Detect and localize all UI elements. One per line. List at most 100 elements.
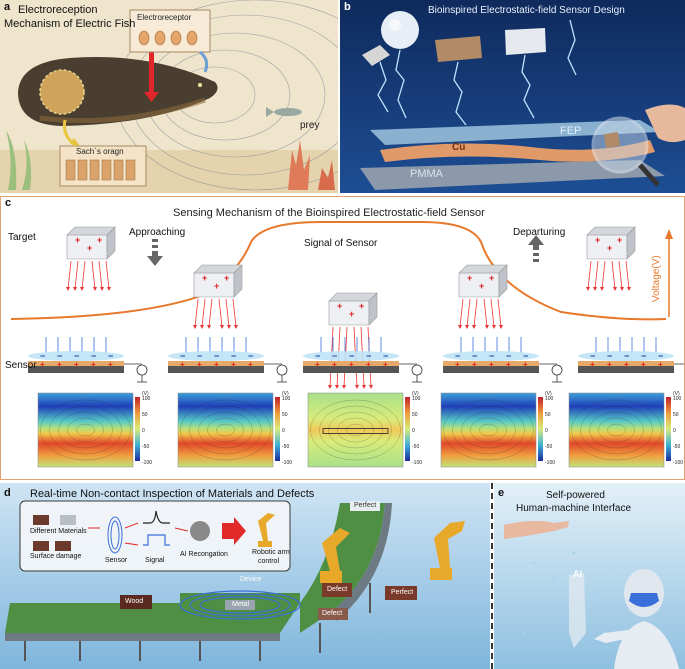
svg-text:+: +	[383, 360, 388, 369]
colorbar-tick: -50	[545, 444, 553, 450]
svg-text:+: +	[617, 235, 622, 245]
panel-e-title-line2: Human-machine Interface	[516, 503, 632, 514]
svg-text:+: +	[455, 360, 460, 369]
panel-e-label: e	[498, 487, 505, 499]
colorbar-tick: -50	[412, 444, 420, 450]
pmma-label: PMMA	[410, 168, 443, 180]
colorbar-tick: 100	[545, 396, 554, 402]
svg-text:+: +	[108, 360, 113, 369]
svg-text:−: −	[349, 351, 354, 361]
svg-text:−: −	[506, 351, 511, 361]
field-map-4	[440, 392, 543, 468]
sensor-label: Sensor	[5, 360, 37, 371]
surface-damage-label: Surface damage	[30, 553, 82, 560]
svg-text:−: −	[180, 351, 185, 361]
svg-text:−: −	[248, 351, 253, 361]
coral	[288, 140, 335, 190]
panel-divider	[491, 483, 493, 669]
lightning-discharges	[377, 19, 577, 126]
field-map-2	[177, 392, 280, 468]
colorbar-tick: 100	[142, 396, 151, 402]
svg-text:+: +	[315, 360, 320, 369]
svg-text:+: +	[590, 360, 595, 369]
sensor-icon	[107, 516, 123, 554]
svg-text:+: +	[349, 309, 354, 319]
target-cube-1: +++	[66, 226, 116, 291]
sensor-unit-2: −−−−−+++++	[168, 337, 288, 383]
seaweed	[6, 130, 32, 190]
panel-b-title: Bioinspired Electrostatic-field Sensor D…	[428, 5, 625, 16]
svg-text:+: +	[489, 360, 494, 369]
electroreceptor-label: Electroreceptor	[137, 13, 192, 22]
colorbar-unit-4: (V)	[545, 391, 552, 397]
svg-text:+: +	[624, 360, 629, 369]
signal-step-icon	[143, 534, 170, 546]
red-marker	[149, 52, 154, 94]
field-map-5	[568, 392, 671, 468]
svg-text:+: +	[607, 360, 612, 369]
cu-layer	[380, 140, 655, 162]
sensor-unit-1: −−−−−+++++	[28, 337, 148, 383]
perfect-label-1: Perfect	[391, 589, 414, 596]
svg-text:+: +	[214, 360, 219, 369]
svg-text:+: +	[197, 360, 202, 369]
svg-text:+: +	[607, 243, 612, 253]
svg-text:−: −	[472, 351, 477, 361]
colorbar-tick: 0	[412, 428, 415, 434]
panel-d: d Real-time Non-contact Inspection of Ma…	[0, 483, 490, 669]
svg-text:+: +	[359, 301, 364, 311]
svg-text:+: +	[467, 273, 472, 283]
sensor-units: −−−−−+++++−−−−−+++++−−−−−+++++−−−−−+++++…	[28, 337, 684, 383]
perfect-block-2	[350, 501, 380, 511]
target-cubes: +++++++++++++++	[66, 226, 636, 389]
pmma-layer	[360, 160, 665, 190]
target-cube-2: +++	[193, 264, 243, 329]
target-cube-5: +++	[586, 226, 636, 291]
colorbar-unit-5: (V)	[673, 391, 680, 397]
approaching-label: Approaching	[129, 227, 186, 238]
ai-recognition-label: AI Recongation	[180, 551, 228, 558]
svg-text:−: −	[590, 351, 595, 361]
svg-text:+: +	[366, 360, 371, 369]
colorbar-tick: -100	[142, 460, 153, 466]
panel-a-illustration	[0, 0, 338, 193]
svg-text:−: −	[658, 351, 663, 361]
svg-text:−: −	[455, 351, 460, 361]
svg-text:−: −	[74, 351, 79, 361]
panel-c-title: Sensing Mechanism of the Bioinspired Ele…	[173, 207, 485, 219]
svg-text:+: +	[180, 360, 185, 369]
departuring-arrow	[528, 235, 544, 262]
robotic-arm-label-line1: Robotic arm	[252, 549, 290, 556]
svg-text:+: +	[506, 360, 511, 369]
cu-label: Cu	[452, 142, 466, 153]
signal-peak-icon	[143, 510, 170, 524]
svg-text:+: +	[658, 360, 663, 369]
svg-text:+: +	[641, 360, 646, 369]
wood-block	[120, 595, 152, 609]
svg-text:+: +	[87, 243, 92, 253]
colorbar-tick: 0	[142, 428, 145, 434]
panel-a-label: a	[4, 1, 11, 13]
svg-text:+: +	[97, 235, 102, 245]
field-simulation-maps	[37, 392, 671, 468]
panel-c-illustration: +++++++++++++++ −−−−−+++++−−−−−+++++−−−−…	[10, 221, 684, 468]
particle-field	[522, 551, 616, 635]
colorbar-tick: -100	[545, 460, 556, 466]
svg-text:+: +	[214, 281, 219, 291]
colorbar-unit-2: (V)	[282, 391, 289, 397]
defect-label-2: Defect	[322, 610, 343, 617]
ai-tablet	[569, 573, 586, 648]
voltage-axis-label: Voltage(V)	[651, 255, 662, 302]
colorbar-tick: 50	[673, 412, 679, 418]
panel-a-title-line2: Mechanism of Electric Fish	[4, 18, 136, 30]
metal-block-target	[505, 28, 546, 55]
svg-text:+: +	[523, 360, 528, 369]
svg-text:+: +	[248, 360, 253, 369]
perfect-block-1	[385, 586, 417, 600]
panel-a: a Electroreception Mechanism of Electric…	[0, 0, 338, 193]
svg-text:−: −	[489, 351, 494, 361]
panel-d-illustration	[0, 483, 490, 669]
sachs-organ-highlight	[39, 69, 85, 115]
svg-text:−: −	[315, 351, 320, 361]
different-materials-label: Different Materials	[30, 528, 87, 535]
